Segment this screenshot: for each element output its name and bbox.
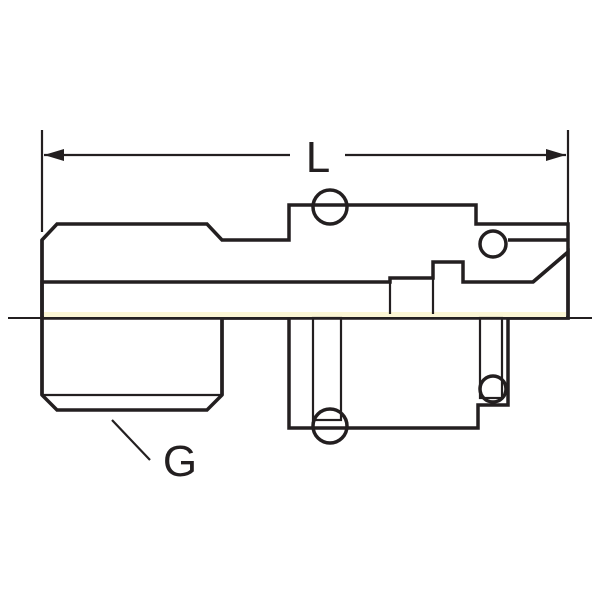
thread-leader-line bbox=[111, 419, 151, 461]
o-ring-top-small bbox=[478, 229, 508, 259]
dimension-arrow-right bbox=[546, 149, 566, 161]
socket-chamfer bbox=[531, 250, 570, 284]
dimension-arrow-left bbox=[44, 149, 64, 161]
o-ring-bottom-large bbox=[311, 407, 349, 445]
length-label: L bbox=[306, 133, 330, 182]
o-ring-top-large bbox=[311, 188, 349, 226]
groove-band-large bbox=[311, 316, 343, 422]
thread-label: G bbox=[163, 437, 197, 486]
fitting-body bbox=[40, 203, 570, 430]
o-ring-bottom-small bbox=[478, 374, 508, 404]
groove-band-small bbox=[478, 316, 504, 400]
bore-fill-strip bbox=[44, 312, 566, 317]
fitting-bore bbox=[40, 248, 570, 320]
